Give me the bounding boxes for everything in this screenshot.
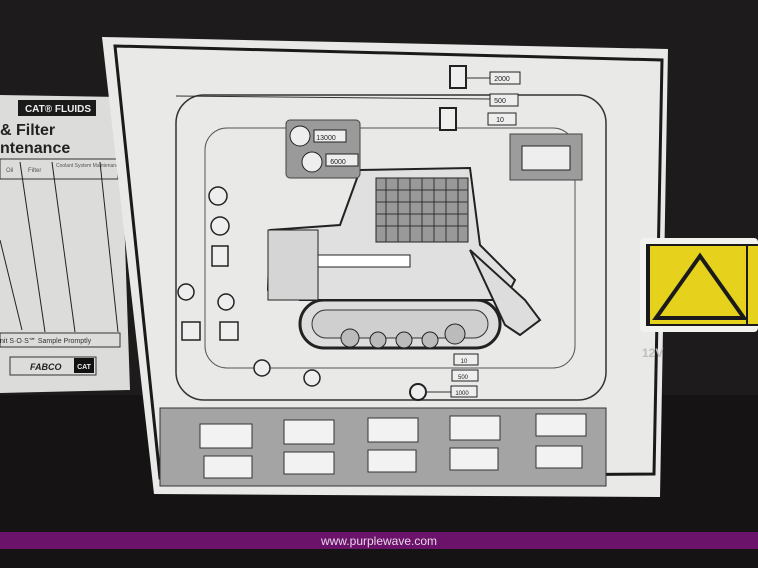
warning-label: 12V — [640, 238, 758, 360]
interval-6000: 6000 — [330, 159, 346, 166]
cat-fluids-header: CAT® FLUIDS — [25, 104, 91, 115]
maintenance-decal: 13000 6000 2000 500 10 10 500 — [102, 37, 668, 497]
interval-lower-1000: 1000 — [455, 391, 469, 397]
warning-triangle-icon — [652, 252, 748, 320]
column-coolant: Coolant System Maintenance* — [56, 163, 123, 169]
interval-10: 10 — [496, 117, 504, 124]
label-title-1: & Filter — [0, 122, 55, 139]
fabco-brand: FABCO — [30, 362, 62, 372]
sos-footer: nit S·O·S℠ Sample Promptly — [0, 337, 92, 345]
cat-logo: CAT — [77, 364, 92, 371]
label-title-2: ntenance — [0, 140, 70, 157]
watermark-bar — [0, 532, 758, 549]
interval-lower-10: 10 — [461, 359, 468, 365]
column-filter: Filter — [28, 168, 41, 174]
engine-interval-panel: 13000 6000 — [285, 119, 361, 179]
gear-icon — [409, 383, 427, 401]
voltage-text: 12V — [642, 346, 663, 360]
column-oil: Oil — [6, 168, 13, 174]
interval-13000: 13000 — [316, 135, 336, 142]
filter-icon — [449, 65, 467, 89]
interval-lower-500: 500 — [458, 375, 469, 381]
interval-2000: 2000 — [494, 76, 510, 83]
lower-intervals: 10 500 1000 — [409, 353, 479, 401]
left-label: CAT® FLUIDS & Filter ntenance Oil Filter… — [0, 95, 130, 393]
diagram-frame — [175, 94, 607, 401]
filter-icon — [439, 107, 457, 131]
upper-intervals: 2000 500 10 — [175, 65, 583, 181]
track-loader-drawing — [266, 166, 542, 350]
record-strip — [159, 407, 607, 487]
service-point-icons — [177, 186, 321, 387]
interval-500: 500 — [494, 98, 506, 105]
watermark-text: www.purplewave.com — [320, 534, 437, 548]
